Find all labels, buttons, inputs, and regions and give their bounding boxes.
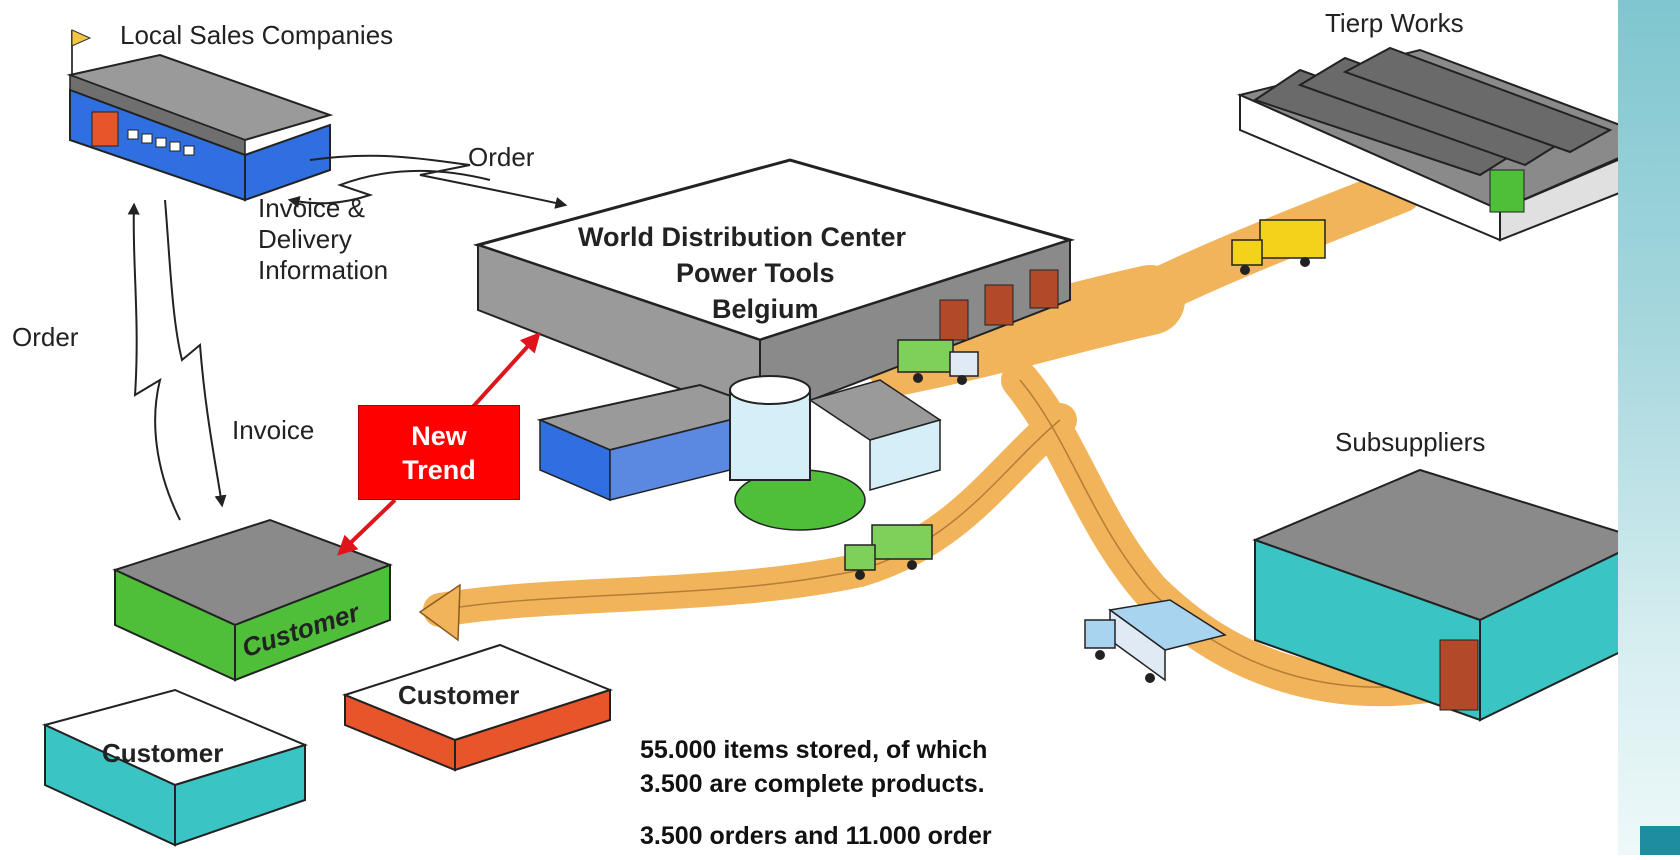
local-sales-label: Local Sales Companies (120, 20, 394, 50)
truck-green-icon-2 (844, 524, 933, 580)
stats-line-2: 3.500 are complete products. (640, 770, 985, 798)
truck-green-icon-1 (897, 339, 979, 385)
new-trend-arrows (337, 332, 541, 556)
invoice-delivery-label-3: Information (258, 255, 389, 285)
new-trend-box: New Trend (358, 405, 520, 500)
world-distribution-center (472, 158, 1076, 531)
wdc-label-1: World Distribution Center (578, 222, 906, 252)
order-top-label: Order (468, 142, 535, 172)
subsuppliers-building (1252, 468, 1648, 722)
invoice-delivery-label-1: Invoice & (258, 193, 365, 223)
stats-line-1: 55.000 items stored, of which (640, 736, 988, 764)
customer-building-green (112, 518, 393, 682)
subsuppliers-label: Subsuppliers (1335, 427, 1486, 457)
stats-line-3: 3.500 orders and 11.000 order (640, 822, 992, 850)
truck-blue-icon (1084, 599, 1227, 683)
new-trend-line-2: Trend (402, 455, 476, 485)
road-arrow-head (418, 583, 461, 642)
wdc-label-2: Power Tools (676, 258, 835, 288)
customer-building-orange (342, 643, 613, 772)
order-left-label: Order (12, 322, 79, 352)
wdc-label-3: Belgium (712, 294, 819, 324)
truck-yellow-icon (1231, 219, 1326, 275)
logo-tab (1640, 826, 1680, 855)
stats-text: 55.000 items stored, of which 3.500 are … (640, 733, 992, 853)
invoice-delivery-label-2: Delivery (258, 224, 352, 254)
customer-teal-label: Customer (102, 738, 224, 768)
customer-building-teal (42, 688, 308, 847)
customer-orange-label: Customer (398, 680, 520, 710)
flow-arrows (127, 154, 568, 521)
tierp-works-label: Tierp Works (1325, 8, 1464, 38)
invoice-left-label: Invoice (232, 415, 315, 445)
road-outline (439, 379, 1451, 688)
side-decorative-band (1618, 0, 1680, 855)
local-sales-building (66, 29, 334, 202)
new-trend-line-1: New (411, 421, 467, 451)
